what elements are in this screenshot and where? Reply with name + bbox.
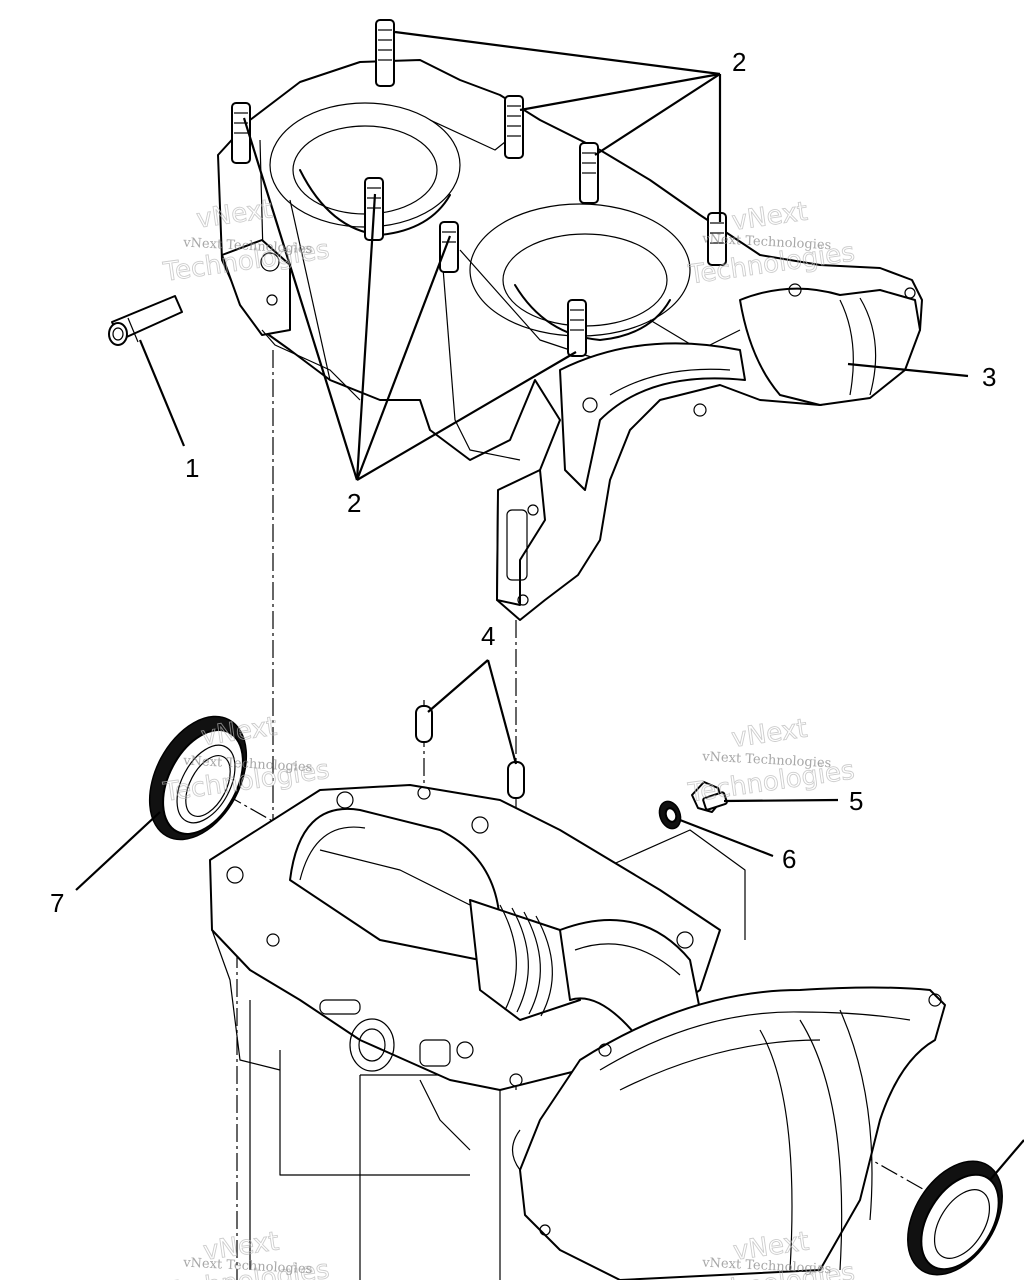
oil-seal-left [148,715,248,841]
watermark-text: vNext Technologies [182,235,313,257]
callout-1: 1 [185,453,199,483]
callout-5: 5 [849,786,863,816]
stud [707,212,727,266]
oil-seal-right [907,1160,1003,1276]
cylinder-studs [231,19,727,357]
stud [567,299,587,357]
watermark-text: vNext [730,197,809,237]
callout-2-bottom: 2 [347,488,361,518]
callout-2-top: 2 [732,47,746,77]
stud [231,102,251,164]
washer [658,800,682,830]
callout-4: 4 [481,621,495,651]
watermark-text: vNext Technologies [182,1255,313,1277]
stud [439,221,459,273]
callouts: 1 2 2 3 4 5 6 7 [50,47,996,918]
callout-7: 7 [50,888,64,918]
plug-fitting [108,295,183,346]
watermark-text: vNext Technologies [701,749,832,771]
callout-6: 6 [782,844,796,874]
lower-crankcase [209,784,946,1280]
watermark-text: vNext Technologies [701,1255,832,1277]
stud [579,142,599,204]
callout-3: 3 [982,362,996,392]
leader-lines [75,30,1024,1181]
watermark-text: vNext [730,714,809,754]
stud [375,19,395,87]
stud [504,95,524,159]
dowel-pins [415,705,525,799]
watermark-text: vNext Technologies [701,231,832,253]
watermark-text: vNext Technologies [182,753,313,775]
screw [691,781,728,813]
